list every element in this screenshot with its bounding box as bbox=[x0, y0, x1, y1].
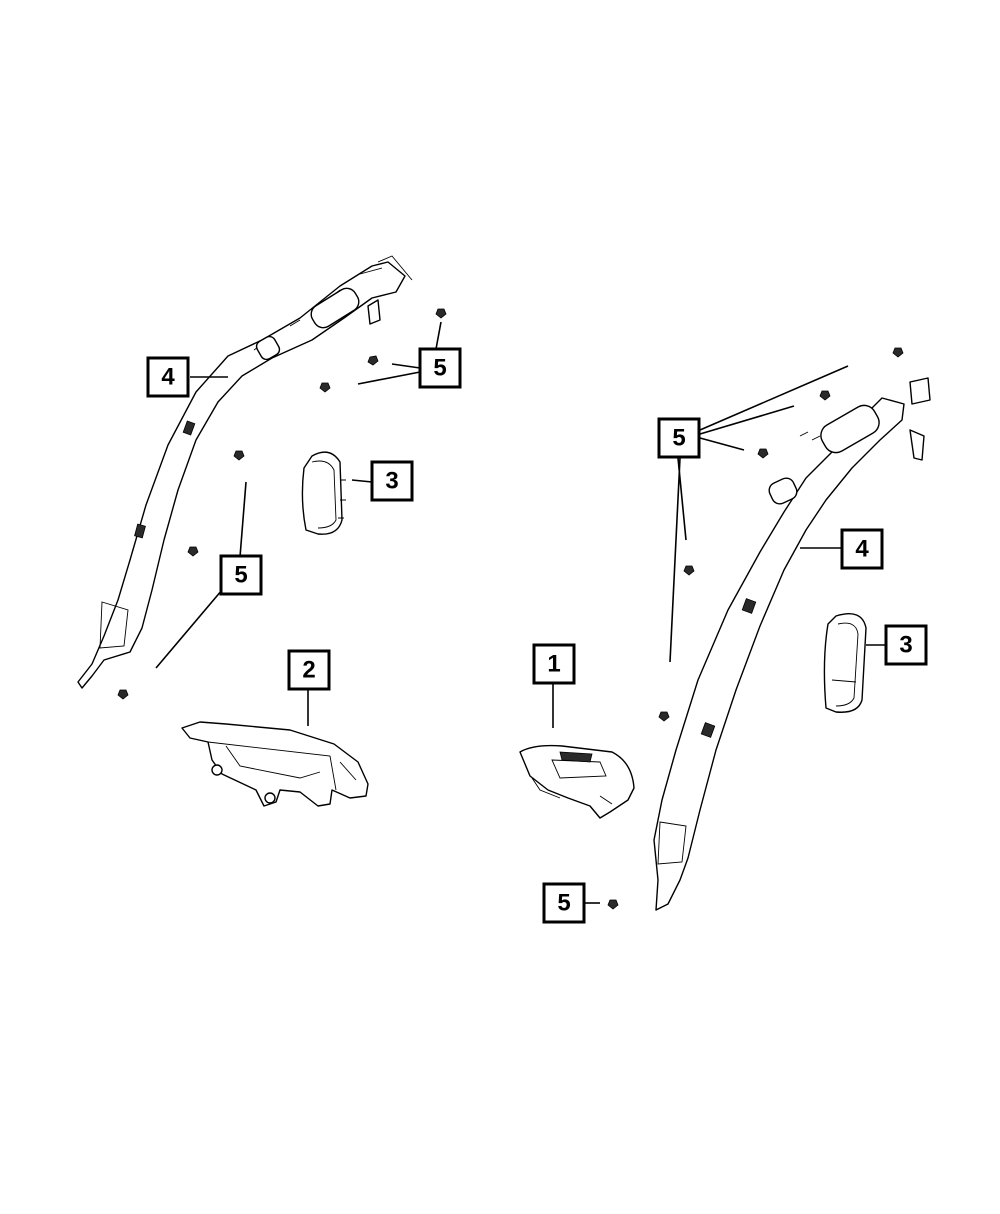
svg-text:5: 5 bbox=[672, 425, 685, 452]
right-curtain-airbag bbox=[653, 377, 931, 911]
fastener-7 bbox=[892, 347, 904, 358]
svg-text:2: 2 bbox=[302, 657, 315, 684]
callout-3-right: 3 bbox=[884, 624, 928, 666]
callout-2: 2 bbox=[287, 649, 331, 691]
fastener-8 bbox=[819, 390, 831, 401]
callout-1: 1 bbox=[532, 643, 576, 685]
left-seat-airbag bbox=[301, 451, 346, 535]
fastener-3 bbox=[319, 382, 331, 393]
fasteners bbox=[117, 308, 904, 910]
driver-airbag bbox=[519, 744, 635, 819]
passenger-airbag bbox=[181, 721, 369, 807]
svg-text:3: 3 bbox=[385, 468, 398, 495]
callout-4-right: 4 bbox=[840, 528, 884, 570]
fastener-5 bbox=[187, 546, 199, 557]
svg-text:4: 4 bbox=[855, 536, 869, 563]
fastener-9 bbox=[757, 448, 769, 459]
svg-text:4: 4 bbox=[161, 364, 175, 391]
fastener-11 bbox=[658, 711, 670, 722]
svg-text:5: 5 bbox=[433, 355, 446, 382]
fastener-6 bbox=[117, 689, 129, 700]
fastener-1 bbox=[435, 308, 447, 319]
svg-text:5: 5 bbox=[234, 562, 247, 589]
svg-text:5: 5 bbox=[557, 890, 570, 917]
fastener-2 bbox=[367, 355, 379, 366]
right-seat-airbag bbox=[823, 613, 867, 713]
callout-5-bottom-right: 5 bbox=[542, 882, 586, 924]
fastener-10 bbox=[683, 565, 695, 576]
svg-text:1: 1 bbox=[547, 651, 560, 678]
callout-4-left: 4 bbox=[146, 356, 190, 398]
callout-3-left: 3 bbox=[370, 460, 414, 502]
svg-text:3: 3 bbox=[899, 632, 912, 659]
fastener-12 bbox=[607, 899, 619, 910]
left-curtain-airbag bbox=[77, 255, 413, 689]
callout-5-mid-left: 5 bbox=[219, 554, 263, 596]
callout-5-top-left: 5 bbox=[418, 347, 462, 389]
fastener-4 bbox=[233, 450, 245, 461]
leader-lines bbox=[155, 321, 885, 904]
callout-5-top-right: 5 bbox=[657, 417, 701, 459]
